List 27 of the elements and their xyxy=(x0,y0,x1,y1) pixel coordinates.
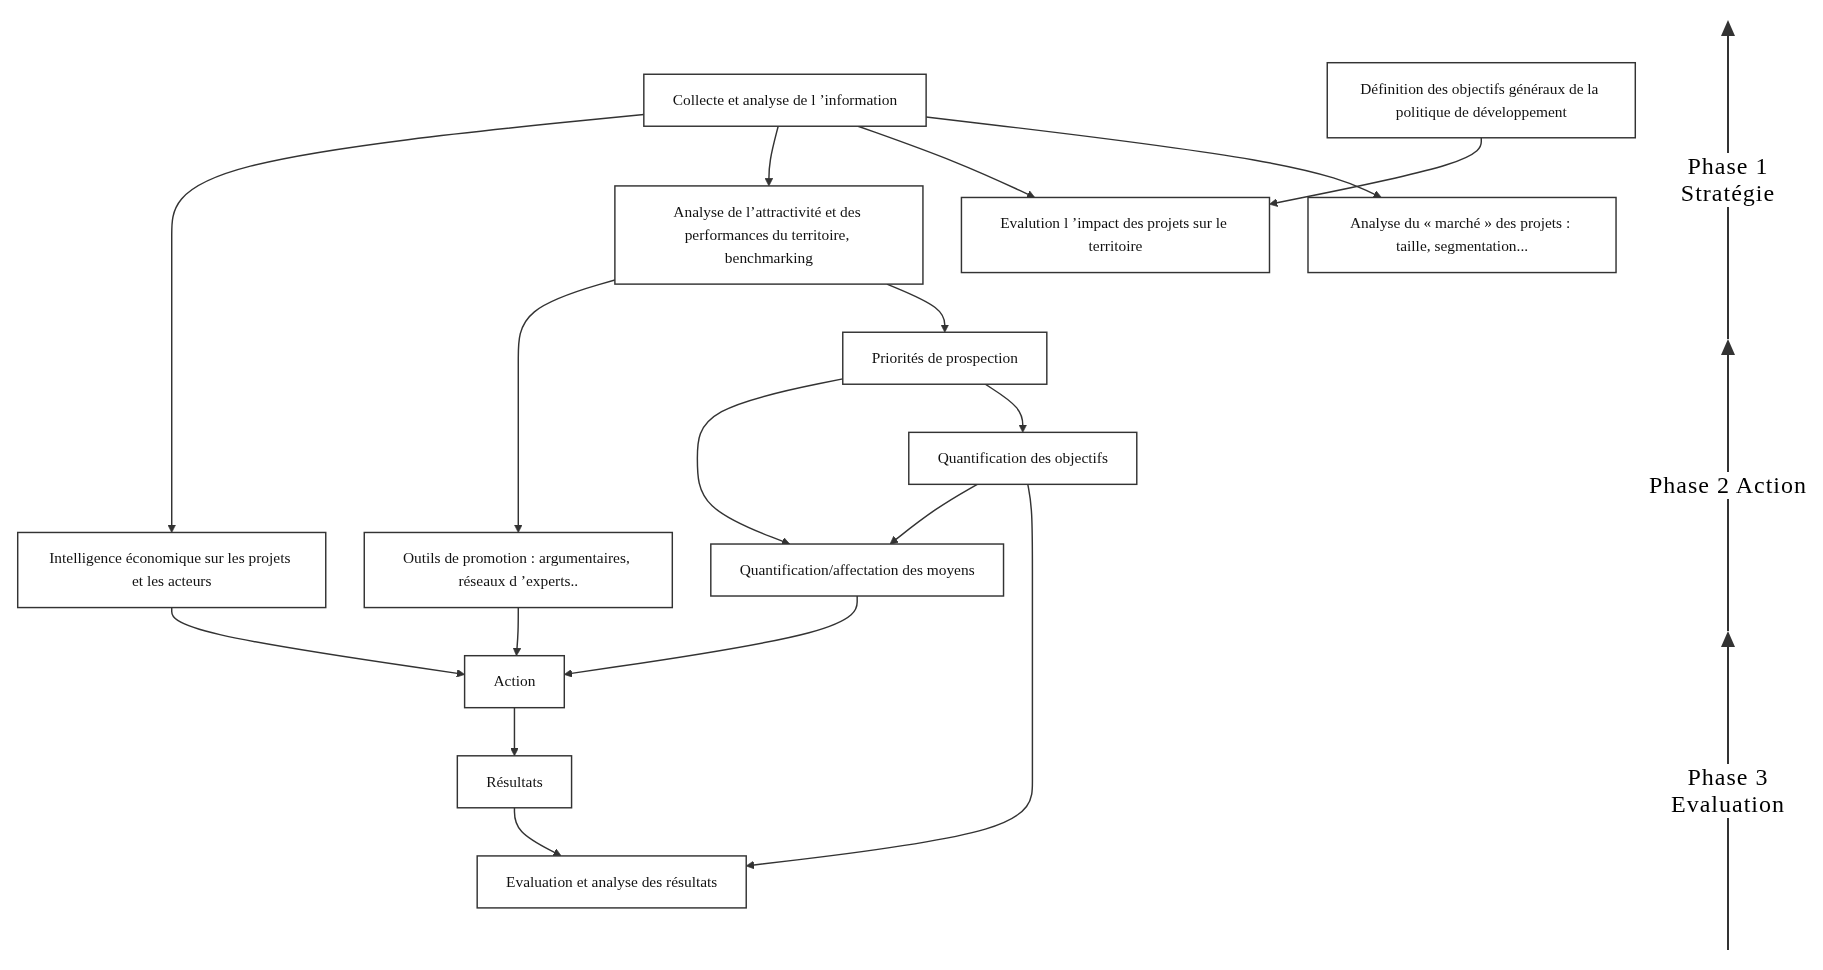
phase-label: Phase 3 Evaluation xyxy=(1670,763,1786,818)
phase-label: Phase 2 Action xyxy=(1649,471,1807,499)
node-box: Définition des objectifs généraux de la politique de développement xyxy=(1326,61,1636,139)
arrow xyxy=(1269,136,1482,207)
arrow xyxy=(510,706,519,756)
node-box: Quantification des objectifs xyxy=(908,431,1138,485)
node-box: Quantification/affectation des moyens xyxy=(710,543,1005,597)
arrow xyxy=(514,278,616,533)
arrow xyxy=(513,806,562,856)
phase-label: Phase 1 Stratégie xyxy=(1679,152,1777,207)
arrow xyxy=(889,483,978,545)
node-box: Action xyxy=(463,654,565,709)
node-box: Evaluation et analyse des résultats xyxy=(476,854,747,909)
node-box: Outils de promotion : argumentaires, réseaux d ’experts.. xyxy=(363,531,674,608)
node-box: Intelligence économique sur les projets et les acteurs xyxy=(17,531,327,608)
arrow xyxy=(984,383,1027,433)
node-box: Collecte et analyse de l ’information xyxy=(643,73,927,127)
arrow xyxy=(857,125,1036,198)
arrow xyxy=(171,606,465,678)
arrow xyxy=(886,283,950,333)
node-box: Résultats xyxy=(456,754,573,809)
arrow xyxy=(512,606,522,656)
node-box: Analyse de l’attractivité et des performances du territoire, benchmarking xyxy=(614,184,924,285)
node-box: Evalution l ’impact des projets sur le territoire xyxy=(960,196,1271,273)
node-box: Analyse du « marché » des projets : taille, segmentation... xyxy=(1307,196,1617,273)
arrow xyxy=(764,125,779,186)
node-box: Priorités de prospection xyxy=(842,331,1048,385)
